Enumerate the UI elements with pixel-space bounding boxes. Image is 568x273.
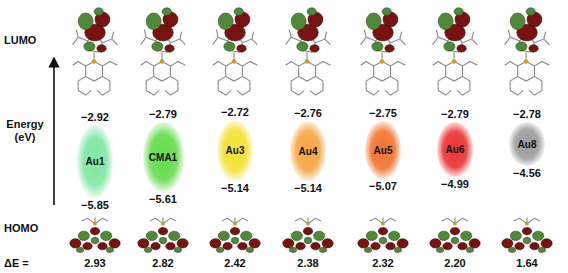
- energy-axis-arrow: [53, 62, 55, 205]
- homo-orbital: [210, 217, 260, 252]
- homo-orbital: [138, 217, 188, 252]
- homo-orbital: [430, 217, 480, 252]
- compound-label: Au5: [374, 145, 393, 156]
- energy-gap-band: CMA1: [143, 122, 184, 192]
- lumo-orbital: [361, 8, 406, 95]
- lumo-energy: −2.75: [369, 107, 397, 120]
- axis-title: Energy (eV): [2, 118, 48, 144]
- lumo-orbital: [141, 8, 186, 95]
- homo-energy: −5.85: [81, 199, 109, 212]
- compound-label: Au1: [86, 156, 105, 167]
- gap-value: 1.64: [516, 257, 537, 270]
- gap-value: 2.82: [152, 257, 173, 270]
- lumo-orbital: [286, 8, 331, 95]
- energy-gap-band: Au3: [217, 120, 253, 181]
- lumo-energy: −2.72: [221, 106, 249, 119]
- compound-label: Au4: [299, 146, 318, 157]
- compound-label: Au8: [518, 139, 537, 150]
- homo-energy: −4.56: [513, 167, 541, 180]
- gap-value: 2.93: [84, 257, 105, 270]
- lumo-orbital: [433, 8, 478, 95]
- lumo-energy: −2.79: [441, 108, 469, 121]
- energy-gap-band: Au4: [290, 121, 326, 181]
- homo-orbital: [283, 217, 333, 252]
- lumo-energy: −2.92: [81, 111, 109, 124]
- energy-gap-band: Au8: [509, 122, 545, 166]
- lumo-energy: −2.79: [149, 108, 177, 121]
- compound-label: Au6: [446, 144, 465, 155]
- lumo-orbital: [505, 8, 550, 95]
- homo-orbital: [502, 217, 552, 252]
- energy-gap-band: Au1: [77, 125, 113, 198]
- lumo-orbital: [213, 8, 258, 95]
- homo-energy: −5.14: [294, 182, 322, 195]
- energy-gap-band: Au6: [437, 122, 473, 177]
- gap-value: 2.20: [444, 257, 465, 270]
- lumo-energy: −2.76: [294, 107, 322, 120]
- orbital-label: LUMO: [4, 34, 36, 47]
- gap-value: 2.38: [297, 257, 318, 270]
- lumo-energy: −2.78: [513, 108, 541, 121]
- compound-label: CMA1: [149, 152, 177, 163]
- orbital-label: HOMO: [4, 222, 38, 235]
- homo-orbital: [70, 217, 120, 252]
- homo-energy: −5.14: [221, 182, 249, 195]
- homo-energy: −4.99: [441, 178, 469, 191]
- energy-gap-band: Au5: [365, 121, 401, 179]
- lumo-orbital: [73, 8, 118, 95]
- compound-label: Au3: [226, 145, 245, 156]
- homo-orbital: [358, 217, 408, 252]
- homo-energy: −5.07: [369, 180, 397, 193]
- homo-energy: −5.61: [149, 193, 177, 206]
- gap-label: ΔE =: [4, 257, 29, 270]
- gap-value: 2.42: [224, 257, 245, 270]
- gap-value: 2.32: [372, 257, 393, 270]
